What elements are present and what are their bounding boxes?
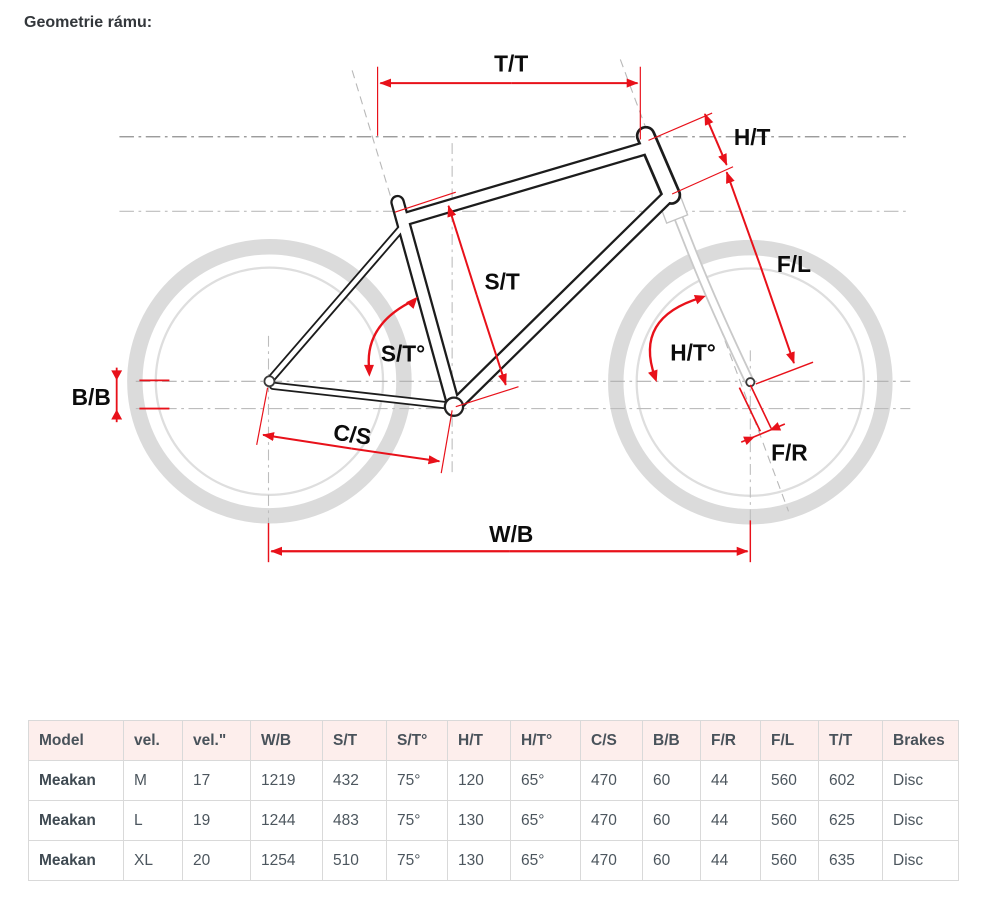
cell: 432	[322, 760, 387, 801]
cell-model: Meakan	[28, 760, 124, 801]
cell: 560	[760, 800, 819, 841]
geometry-section: Geometrie rámu:	[0, 12, 987, 881]
label-seat-angle: S/T°	[381, 340, 425, 366]
cell: 130	[447, 800, 511, 841]
frame-geometry-diagram: T/T H/T F/L H/T° F/R B/B C/S W/B S/T S/T…	[72, 50, 911, 563]
cell: Disc	[882, 840, 959, 881]
header-cell: vel."	[182, 720, 251, 761]
cell: 65°	[510, 840, 581, 881]
cell: 1254	[250, 840, 323, 881]
cell: 510	[322, 840, 387, 881]
label-wheelbase: W/B	[489, 521, 533, 547]
dimension-bb-drop	[111, 367, 170, 423]
header-cell: Model	[28, 720, 124, 761]
cell: 120	[447, 760, 511, 801]
cell: 130	[447, 840, 511, 881]
cell: 17	[182, 760, 251, 801]
dimensions	[111, 66, 814, 563]
cell: 60	[642, 800, 701, 841]
label-chainstay: C/S	[332, 419, 373, 450]
label-bb-drop: B/B	[72, 384, 111, 410]
cell: 75°	[386, 760, 448, 801]
bottom-bracket	[443, 396, 465, 417]
dimension-chainstay	[256, 387, 453, 474]
cell: XL	[123, 840, 183, 881]
cell: 560	[760, 840, 819, 881]
label-seat-tube: S/T	[484, 268, 519, 294]
cell: 44	[700, 760, 761, 801]
dimension-fork-rake	[738, 384, 786, 445]
cell: Disc	[882, 800, 959, 841]
cell: 75°	[386, 800, 448, 841]
header-cell: Brakes	[882, 720, 959, 761]
dimension-wheelbase	[267, 520, 752, 563]
header-cell: W/B	[250, 720, 323, 761]
label-head-tube: H/T	[734, 124, 771, 150]
cell: 60	[642, 760, 701, 801]
dimension-head-tube	[648, 112, 734, 195]
cell: 470	[580, 760, 643, 801]
cell: 65°	[510, 800, 581, 841]
cell: 60	[642, 840, 701, 881]
header-row: Model vel. vel." W/B S/T S/T° H/T H/T° C…	[28, 720, 959, 761]
cell-model: Meakan	[28, 800, 124, 841]
table-row: Meakan L 19 1244 483 75° 130 65° 470 60 …	[28, 800, 959, 841]
cell: 470	[580, 800, 643, 841]
cell: 625	[818, 800, 883, 841]
frame	[263, 125, 756, 417]
cell: 483	[322, 800, 387, 841]
cell: 20	[182, 840, 251, 881]
cell: 560	[760, 760, 819, 801]
cell: 44	[700, 800, 761, 841]
cell: 75°	[386, 840, 448, 881]
header-cell: S/T°	[386, 720, 448, 761]
label-top-tube: T/T	[494, 50, 528, 76]
cell: M	[123, 760, 183, 801]
cell: L	[123, 800, 183, 841]
cell: 635	[818, 840, 883, 881]
cell-model: Meakan	[28, 840, 124, 881]
cell: 1244	[250, 800, 323, 841]
header-cell: B/B	[642, 720, 701, 761]
header-cell: F/R	[700, 720, 761, 761]
label-head-angle: H/T°	[670, 339, 716, 365]
header-cell: S/T	[322, 720, 387, 761]
dimension-fork-length	[725, 171, 814, 385]
geometry-table: Model vel. vel." W/B S/T S/T° H/T H/T° C…	[28, 720, 959, 881]
cell: 470	[580, 840, 643, 881]
table-row: Meakan M 17 1219 432 75° 120 65° 470 60 …	[28, 760, 959, 801]
header-cell: T/T	[818, 720, 883, 761]
header-cell: F/L	[760, 720, 819, 761]
cell: 44	[700, 840, 761, 881]
label-fork-rake: F/R	[771, 439, 808, 465]
header-cell: vel.	[123, 720, 183, 761]
cell: Disc	[882, 760, 959, 801]
cell: 602	[818, 760, 883, 801]
cell: 1219	[250, 760, 323, 801]
page-title: Geometrie rámu:	[24, 14, 153, 31]
header-cell: H/T	[447, 720, 511, 761]
dimension-top-tube	[377, 66, 641, 140]
table-row: Meakan XL 20 1254 510 75° 130 65° 470 60…	[28, 840, 959, 881]
cell: 65°	[510, 760, 581, 801]
cell: 19	[182, 800, 251, 841]
rear-axle	[263, 375, 276, 388]
header-cell: H/T°	[510, 720, 581, 761]
dimension-seat-tube	[394, 191, 519, 408]
header-cell: C/S	[580, 720, 643, 761]
dimension-seat-angle	[363, 296, 418, 377]
dimension-head-angle	[648, 295, 706, 383]
label-fork-length: F/L	[777, 251, 811, 277]
